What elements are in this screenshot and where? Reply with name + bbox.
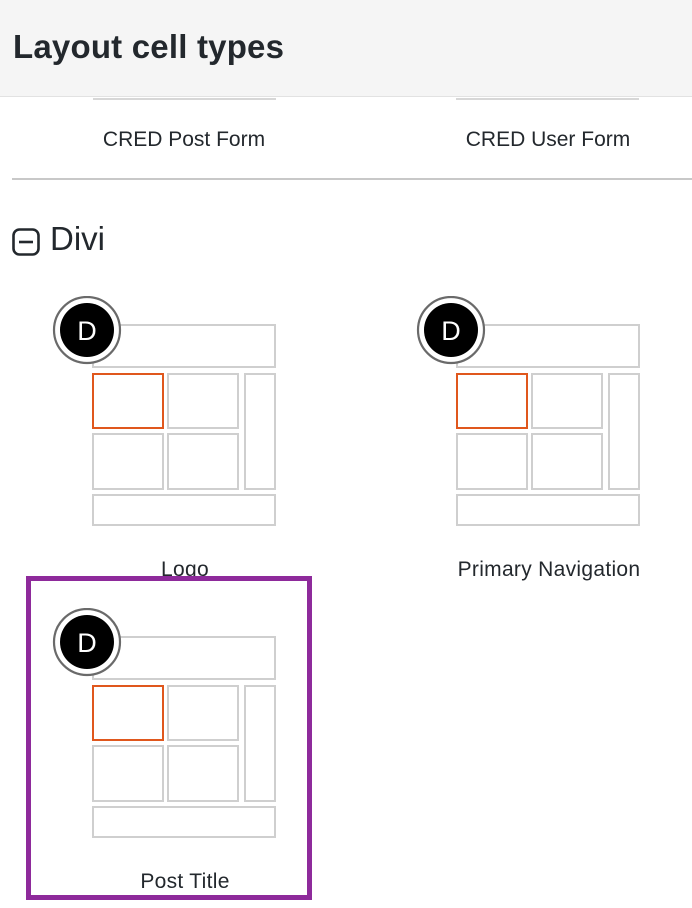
section-divider — [12, 178, 692, 180]
cell-type-label: Primary Navigation — [457, 558, 641, 581]
cell-type-primary-navigation[interactable]: D Primary Navigation — [384, 296, 692, 596]
layout-cell-preview: D — [416, 296, 640, 526]
collapse-minus-icon[interactable] — [12, 228, 40, 256]
cell-preview-bottom-edge — [93, 98, 276, 100]
cell-preview-bottom-edge — [456, 98, 639, 100]
divi-logo-icon — [416, 296, 486, 365]
panel-header: Layout cell types — [0, 0, 692, 97]
badge-letter: D — [77, 316, 97, 346]
section-title-divi: Divi — [50, 220, 105, 257]
cell-type-label: Logo — [161, 558, 209, 581]
badge-letter: D — [441, 316, 461, 346]
badge-letter: D — [77, 628, 97, 658]
cell-type-logo[interactable]: D Logo — [20, 296, 350, 596]
cell-type-cred-post-form[interactable]: CRED Post Form — [102, 128, 266, 151]
cell-type-label: Post Title — [140, 870, 230, 893]
layout-cell-preview: D — [52, 296, 276, 526]
cell-type-cred-user-form[interactable]: CRED User Form — [465, 128, 631, 151]
cell-type-post-title[interactable]: D Post Title — [20, 608, 350, 908]
divi-logo-icon — [52, 608, 122, 677]
layout-cell-preview: D — [52, 608, 276, 838]
divi-logo-icon — [52, 296, 122, 365]
panel-title: Layout cell types — [13, 28, 285, 65]
